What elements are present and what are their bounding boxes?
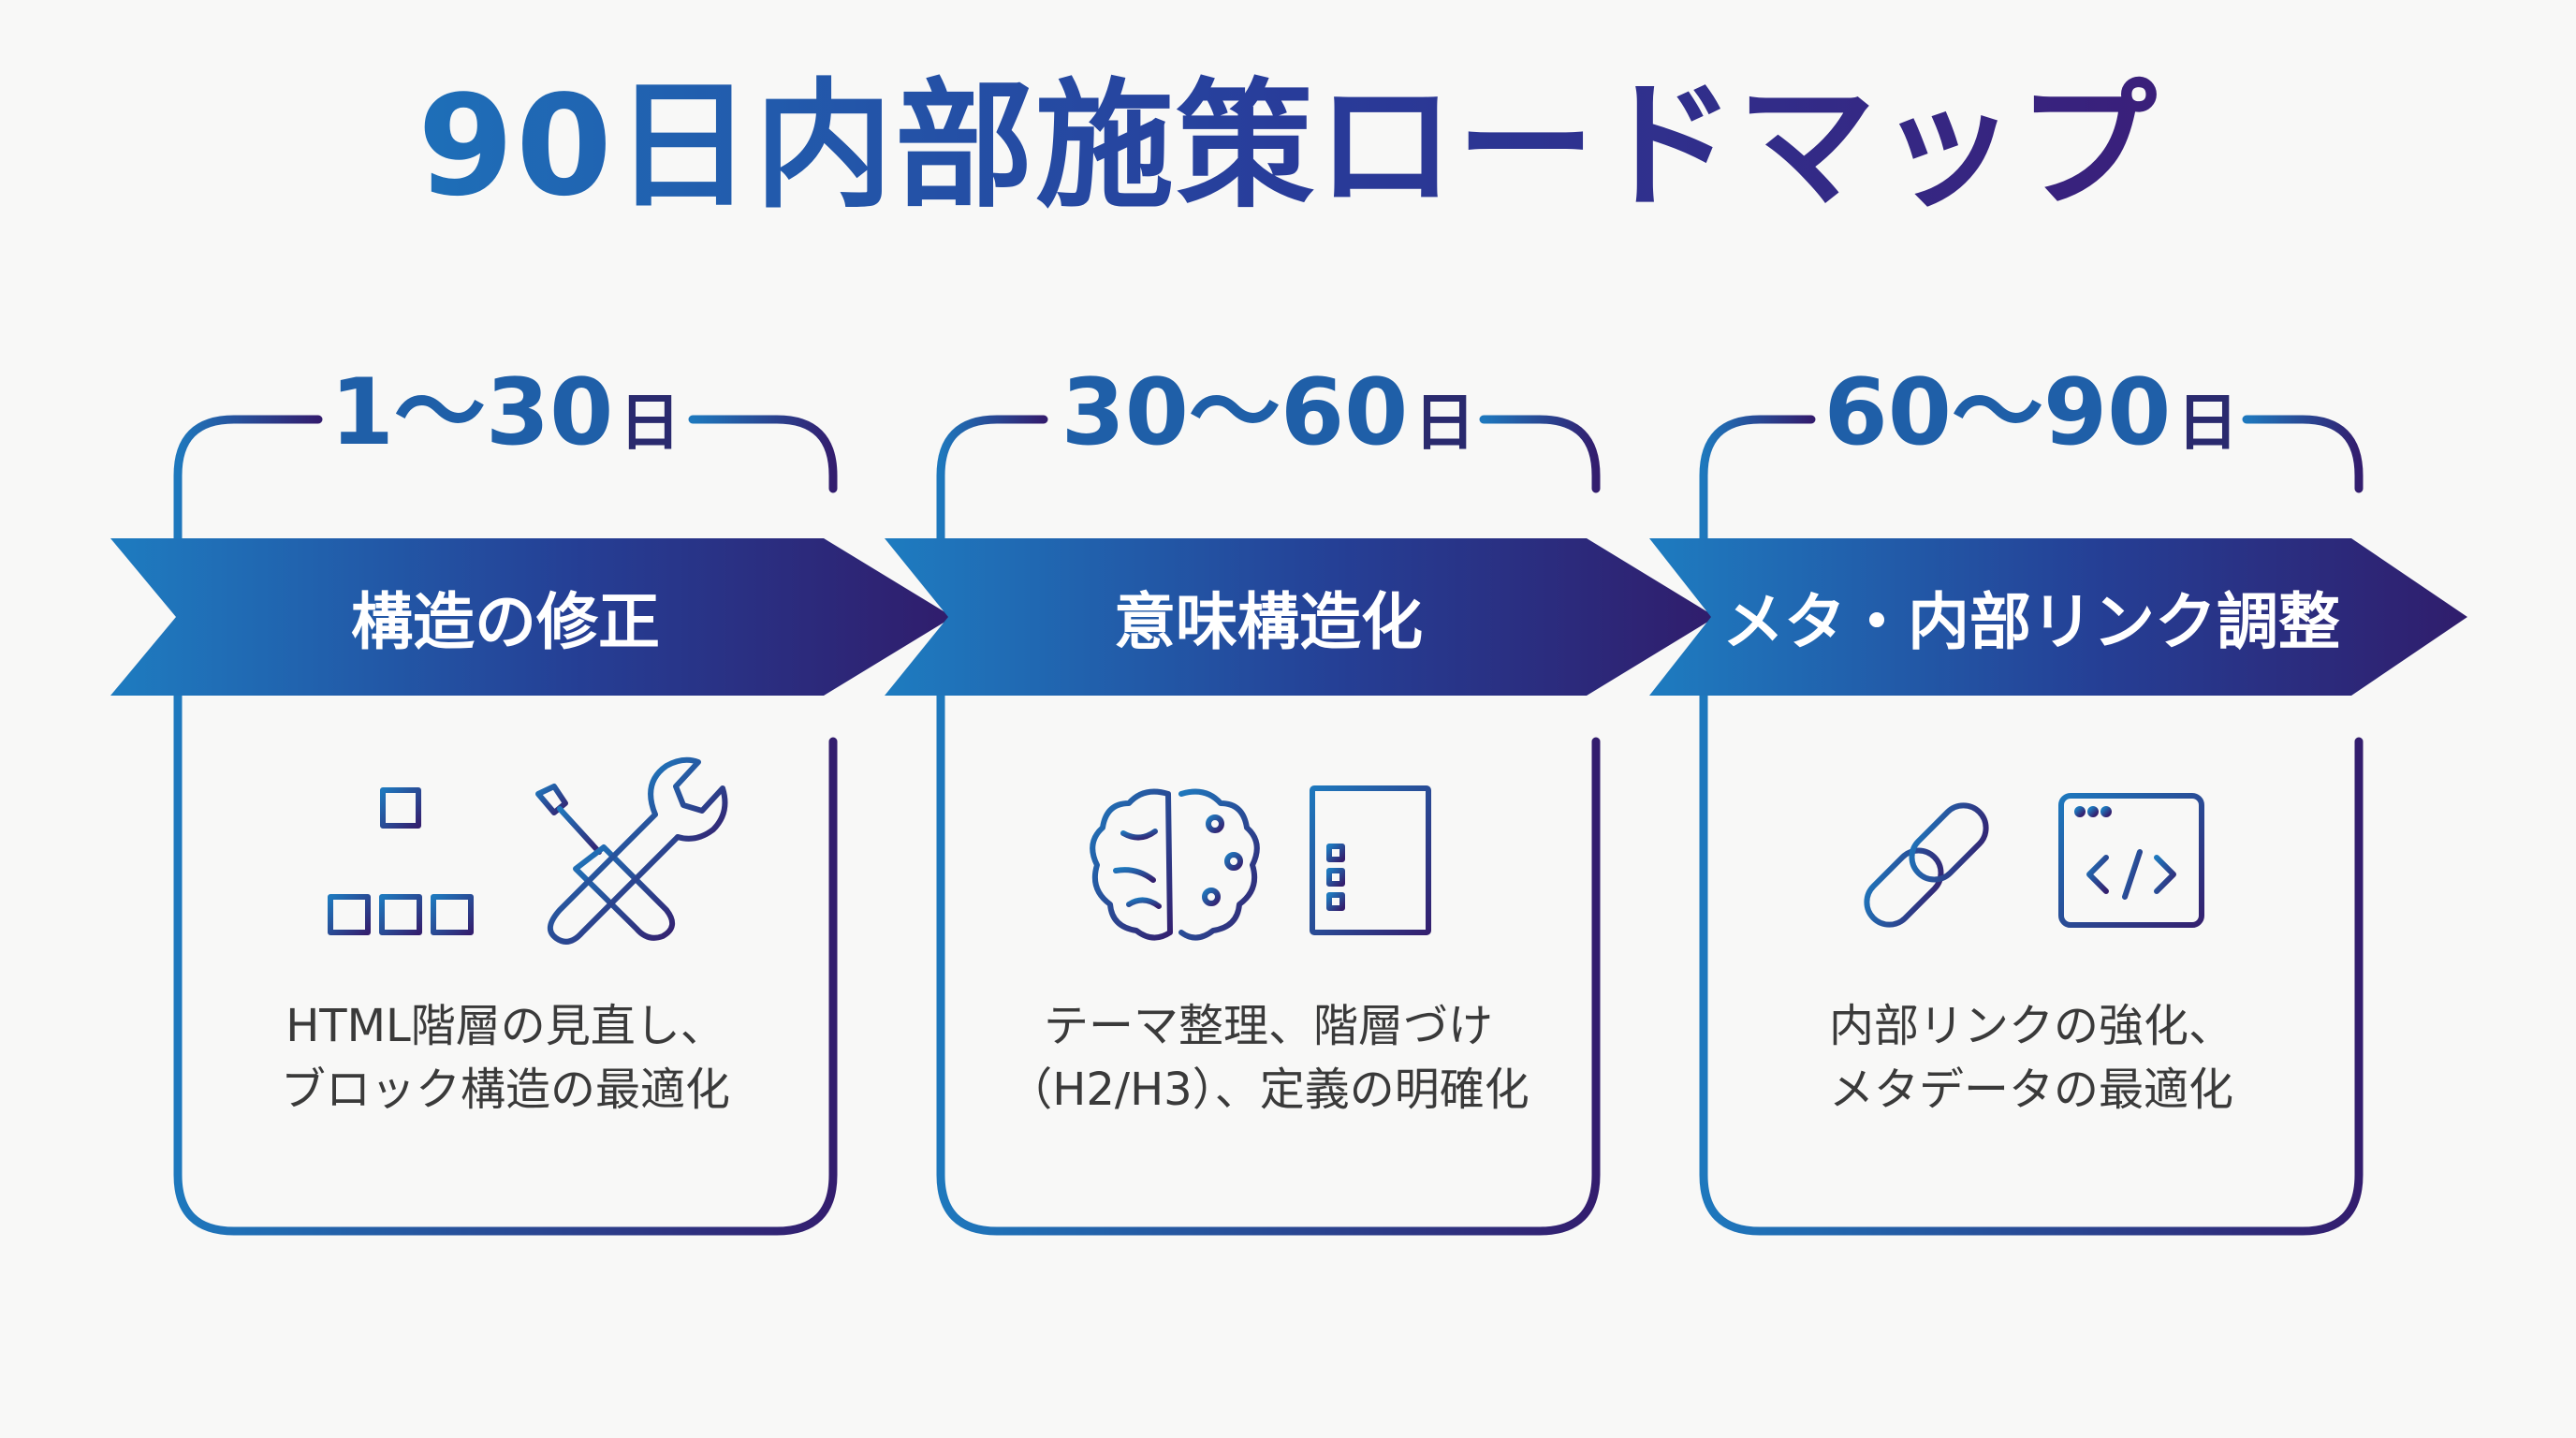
period-label-3: 60〜90日 (1823, 360, 2239, 466)
card-frame-bottom (1699, 690, 2364, 1236)
document-list-icon (1310, 785, 1431, 935)
brain-circuit-icon (1090, 788, 1260, 941)
phase-description-3: 内部リンクの強化、 メタデータの最適化 (1732, 994, 2331, 1122)
card-frame-bottom (936, 690, 1601, 1236)
phase-label-1: 構造の修正 (351, 586, 660, 658)
description-line: テーマ整理、階層づけ (1043, 1000, 1493, 1052)
card-frame-right (1479, 415, 1601, 493)
phase-arrow-2 (885, 538, 1716, 696)
phase-description-1: HTML階層の見直し、 ブロック構造の最適化 (206, 994, 805, 1122)
wrench-screwdriver-icon (535, 756, 728, 945)
phase-card-1 (110, 415, 953, 1236)
chain-link-icon (1864, 802, 1989, 928)
page-title: 90日内部施策ロードマップ (417, 66, 2159, 227)
code-window-icon (2058, 793, 2204, 928)
card-frame-right (688, 415, 838, 493)
sitemap-icon (328, 787, 474, 935)
card-frame-left (1699, 415, 1816, 543)
description-line: HTML階層の見直し、 (285, 1000, 725, 1052)
description-line: ブロック構造の最適化 (280, 1064, 730, 1116)
phase-description-2: テーマ整理、階層づけ （H2/H3）、定義の明確化 (969, 994, 1568, 1122)
card-frame-left (936, 415, 1048, 543)
card-frame-right (2242, 415, 2364, 493)
card-frame-left (173, 415, 323, 543)
phase-arrow-1 (110, 538, 953, 696)
description-line: 内部リンクの強化、 (1828, 1000, 2233, 1052)
phase-arrow-3 (1649, 538, 2467, 696)
card-frame-bottom (173, 690, 838, 1236)
description-line: メタデータの最適化 (1828, 1064, 2233, 1116)
phase-label-2: 意味構造化 (1114, 586, 1423, 658)
phase-card-2 (885, 415, 1716, 1236)
phase-card-3 (1649, 415, 2467, 1236)
period-label-2: 30〜60日 (1061, 360, 1476, 466)
period-label-1: 1〜30日 (329, 360, 681, 466)
description-line: （H2/H3）、定義の明確化 (1007, 1064, 1530, 1116)
phase-label-3: メタ・内部リンク調整 (1722, 586, 2340, 658)
